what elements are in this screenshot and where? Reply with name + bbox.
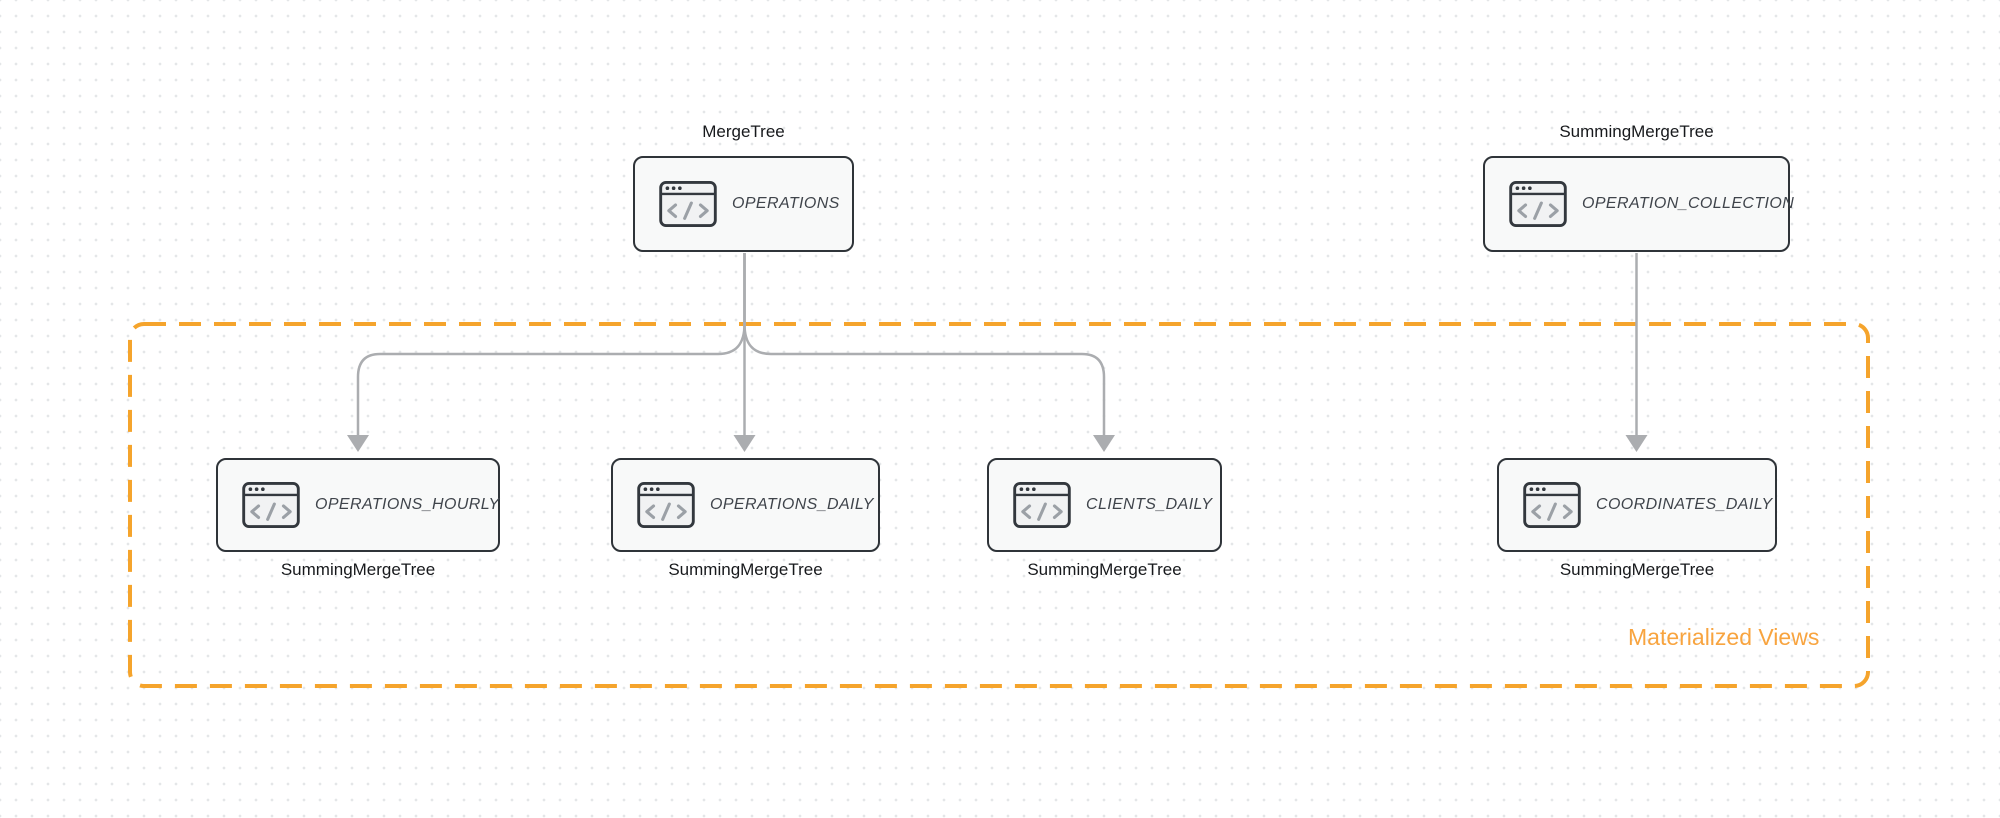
- code-window-icon: [242, 482, 300, 528]
- node-operations[interactable]: OPERATIONS: [633, 156, 854, 252]
- node-operations-hourly[interactable]: OPERATIONS_HOURLY: [216, 458, 500, 552]
- edge-operations-to-operations-hourly[interactable]: [356, 253, 746, 438]
- materialized-views-group-box: [128, 322, 1870, 688]
- node-table-label: OPERATION_COLLECTION: [1582, 195, 1795, 212]
- arrowhead-clients-daily: [1093, 435, 1115, 452]
- code-window-icon: [1013, 482, 1071, 528]
- node-clients-daily[interactable]: CLIENTS_DAILY: [987, 458, 1222, 552]
- node-coordinates-daily[interactable]: COORDINATES_DAILY: [1497, 458, 1777, 552]
- engine-label-clients-daily: SummingMergeTree: [1027, 560, 1182, 579]
- edge-operations-to-clients-daily[interactable]: [743, 253, 1106, 438]
- engine-label-operations: MergeTree: [702, 122, 785, 141]
- arrowhead-operations-daily: [733, 435, 756, 452]
- code-window-icon: [1509, 181, 1567, 227]
- materialized-views-label: Materialized Views: [1628, 624, 1820, 650]
- engine-label-operation-collection: SummingMergeTree: [1559, 122, 1714, 141]
- code-window-icon: [659, 181, 717, 227]
- node-table-label: OPERATIONS: [732, 195, 840, 212]
- node-table-label: OPERATIONS_DAILY: [710, 496, 874, 513]
- node-table-label: COORDINATES_DAILY: [1596, 496, 1773, 513]
- node-table-label: OPERATIONS_HOURLY: [315, 496, 500, 513]
- node-operations-daily[interactable]: OPERATIONS_DAILY: [611, 458, 880, 552]
- engine-label-operations-hourly: SummingMergeTree: [280, 560, 436, 579]
- code-window-icon: [1523, 482, 1581, 528]
- node-table-label: CLIENTS_DAILY: [1086, 496, 1213, 513]
- engine-label-coordinates-daily: SummingMergeTree: [1559, 560, 1715, 579]
- engine-label-operations-daily: SummingMergeTree: [668, 560, 823, 579]
- node-operation-collection[interactable]: OPERATION_COLLECTION: [1483, 156, 1794, 252]
- arrowhead-coordinates-daily: [1625, 435, 1648, 452]
- arrowhead-operations-hourly: [347, 435, 369, 452]
- code-window-icon: [637, 482, 695, 528]
